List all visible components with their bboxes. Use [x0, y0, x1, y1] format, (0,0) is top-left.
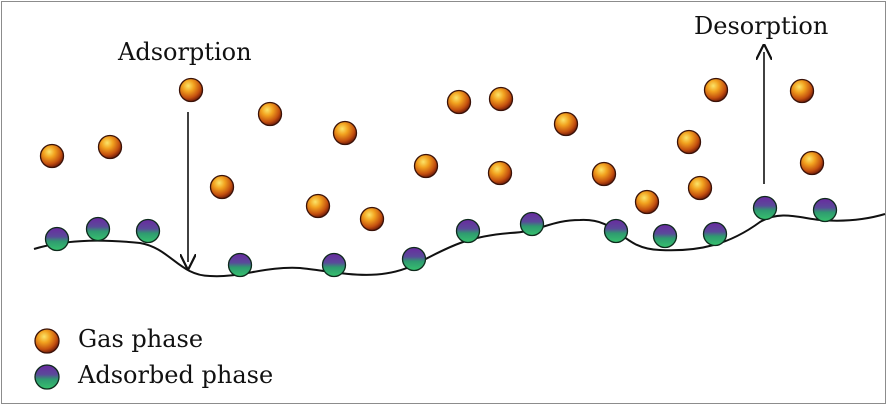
desorption-label: Desorption: [694, 12, 829, 40]
adsorbed-particle: [812, 197, 838, 223]
gas-particle: [676, 129, 702, 155]
gas-particle: [446, 89, 472, 115]
adsorbed-particle: [652, 223, 678, 249]
adsorbed-particle: [401, 246, 427, 272]
legend-gas-swatch: [34, 328, 60, 354]
gas-particle: [209, 174, 235, 200]
gas-particle: [703, 77, 729, 103]
gas-particle: [634, 189, 660, 215]
gas-particle: [799, 150, 825, 176]
adsorbed-particle: [227, 252, 253, 278]
gas-particle: [39, 143, 65, 169]
gas-particle: [178, 77, 204, 103]
gas-particle: [97, 134, 123, 160]
adsorbed-particle: [135, 218, 161, 244]
legend-gas-label: Gas phase: [78, 325, 204, 353]
adsorbed-particle: [752, 195, 778, 221]
adsorbed-phase-particles: [44, 195, 838, 278]
adsorbed-particle: [603, 218, 629, 244]
gas-particle: [789, 78, 815, 104]
adsorbed-particle: [85, 216, 111, 242]
adsorbed-particle: [321, 252, 347, 278]
gas-particle: [305, 193, 331, 219]
gas-phase-particles: [39, 77, 825, 232]
gas-particle: [359, 206, 385, 232]
gas-particle: [553, 111, 579, 137]
gas-particle: [488, 86, 514, 112]
gas-particle: [257, 101, 283, 127]
adsorbed-particle: [702, 221, 728, 247]
gas-particle: [413, 153, 439, 179]
gas-particle: [591, 161, 617, 187]
legend-adsorbed-swatch: [34, 364, 60, 390]
gas-particle: [332, 120, 358, 146]
gas-particle: [687, 175, 713, 201]
adsorbed-particle: [519, 211, 545, 237]
adsorbed-particle: [455, 218, 481, 244]
adsorption-label: Adsorption: [118, 38, 252, 66]
adsorbed-particle: [44, 226, 70, 252]
legend-adsorbed-label: Adsorbed phase: [78, 361, 274, 389]
gas-particle: [487, 160, 513, 186]
